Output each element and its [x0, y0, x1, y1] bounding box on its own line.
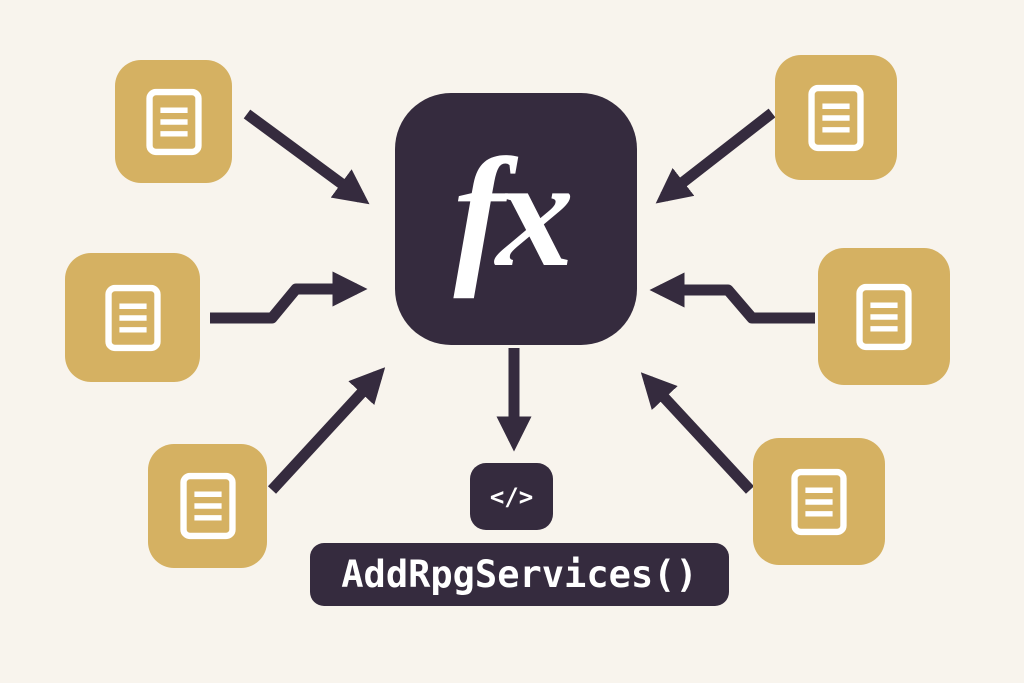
function-name-pill: AddRpgServices() — [310, 543, 729, 606]
document-icon — [808, 84, 864, 151]
arrow-bottom-right-to-center — [640, 372, 755, 494]
doc-node-top-left — [115, 60, 232, 183]
doc-node-bottom-left — [148, 444, 267, 568]
fx-function-box: fx — [395, 93, 637, 345]
code-icon: </> — [489, 482, 534, 511]
document-icon — [145, 88, 202, 155]
document-icon — [791, 468, 847, 535]
arrow-middle-left-to-center — [210, 271, 368, 324]
arrow-top-right-to-center — [655, 108, 776, 204]
doc-node-bottom-right — [753, 438, 885, 565]
document-icon — [179, 472, 236, 540]
document-icon — [104, 284, 161, 351]
arrow-middle-right-to-center — [649, 272, 815, 324]
doc-node-middle-left — [65, 253, 200, 382]
document-icon — [856, 283, 912, 350]
code-icon-box: </> — [470, 463, 553, 530]
fx-function-icon: fx — [453, 126, 574, 299]
doc-node-top-right — [775, 55, 897, 180]
arrow-top-left-to-center — [243, 109, 370, 205]
arrow-bottom-left-to-center — [267, 367, 386, 494]
doc-node-middle-right — [818, 248, 950, 385]
function-name-label: AddRpgServices() — [341, 553, 698, 596]
